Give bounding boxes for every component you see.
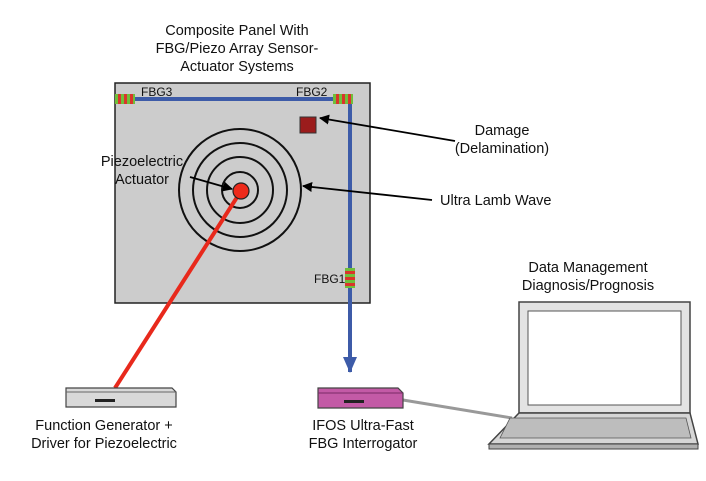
fbg1-sensor (345, 268, 355, 288)
title-line-2: FBG/Piezo Array Sensor- (156, 41, 319, 57)
wave-label: Ultra Lamb Wave (440, 193, 551, 209)
fbg3-label: FBG3 (141, 85, 173, 99)
piezo-label-line-2: Actuator (115, 172, 169, 188)
fbg2-sensor (333, 94, 353, 104)
data-label-line-1: Data Management (528, 260, 647, 276)
ifos-label-line-2: FBG Interrogator (309, 436, 418, 452)
damage-pointer-arrow (319, 114, 456, 142)
fbg1-label: FBG1 (314, 272, 346, 286)
data-cable (402, 398, 513, 420)
title-line-3: Actuator Systems (180, 59, 294, 75)
funcgen-label-line-1: Function Generator + (35, 418, 172, 434)
function-generator-device (65, 387, 177, 408)
data-label-line-2: Diagnosis/Prognosis (522, 278, 654, 294)
title-line-1: Composite Panel With (165, 23, 308, 39)
ifos-label-line-1: IFOS Ultra-Fast (312, 418, 414, 434)
piezo-pointer-arrow (189, 176, 233, 192)
laptop-icon (487, 301, 699, 450)
lamb-wave-rings (178, 128, 302, 252)
actuator-cable (113, 189, 243, 390)
ifos-interrogator-device (317, 387, 404, 409)
wave-pointer-arrow (302, 182, 433, 201)
funcgen-label-line-2: Driver for Piezoelectric (31, 436, 177, 452)
fbg3-sensor (115, 94, 135, 104)
damage-label-line-1: Damage (475, 123, 530, 139)
damage-marker (299, 116, 317, 134)
piezo-actuator-dot (232, 182, 250, 200)
fbg2-label: FBG2 (296, 85, 328, 99)
damage-label-line-2: (Delamination) (455, 141, 549, 157)
piezo-label-line-1: Piezoelectric (101, 154, 183, 170)
